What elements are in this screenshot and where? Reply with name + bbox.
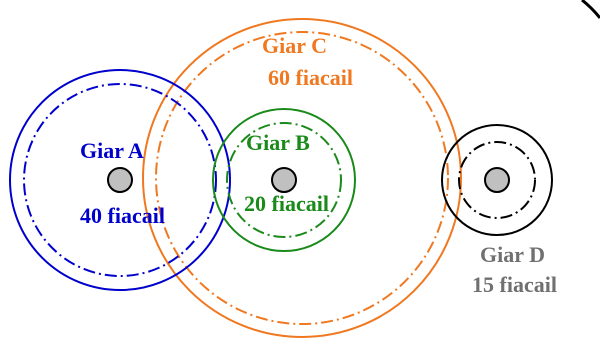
gear-b-pitch-circle: [226, 122, 342, 238]
gear-c-teeth-label: 60 fiacail: [268, 65, 353, 90]
gear-b-outer-circle: [212, 108, 356, 252]
gear-c-outer-circle: [142, 18, 462, 338]
gear-a-outer-circle: [9, 69, 231, 291]
gear-a: [9, 69, 231, 291]
gear-c-name-label: Giar C: [262, 33, 327, 58]
gear-a-axle: [107, 167, 133, 193]
corner-arc: [581, 0, 600, 19]
gear-a-name-label: Giar A: [80, 138, 144, 163]
gear-d-pitch-circle: [458, 141, 536, 219]
gear-d-outer-circle: [441, 124, 553, 236]
gear-d: [441, 124, 553, 236]
gear-b-teeth-label: 20 fiacail: [244, 191, 329, 216]
gear-b-name-label: Giar B: [246, 130, 310, 155]
gear-b-axle: [271, 167, 297, 193]
gear-b: [212, 108, 356, 252]
gear-c-pitch-circle: [155, 31, 449, 325]
gear-c: [142, 18, 462, 338]
gear-d-axle: [484, 167, 510, 193]
gear-d-name-label: Giar D: [480, 242, 545, 267]
gear-a-pitch-circle: [23, 83, 217, 277]
gear-d-teeth-label: 15 fiacail: [472, 272, 557, 297]
gear-a-teeth-label: 40 fiacail: [80, 203, 165, 228]
